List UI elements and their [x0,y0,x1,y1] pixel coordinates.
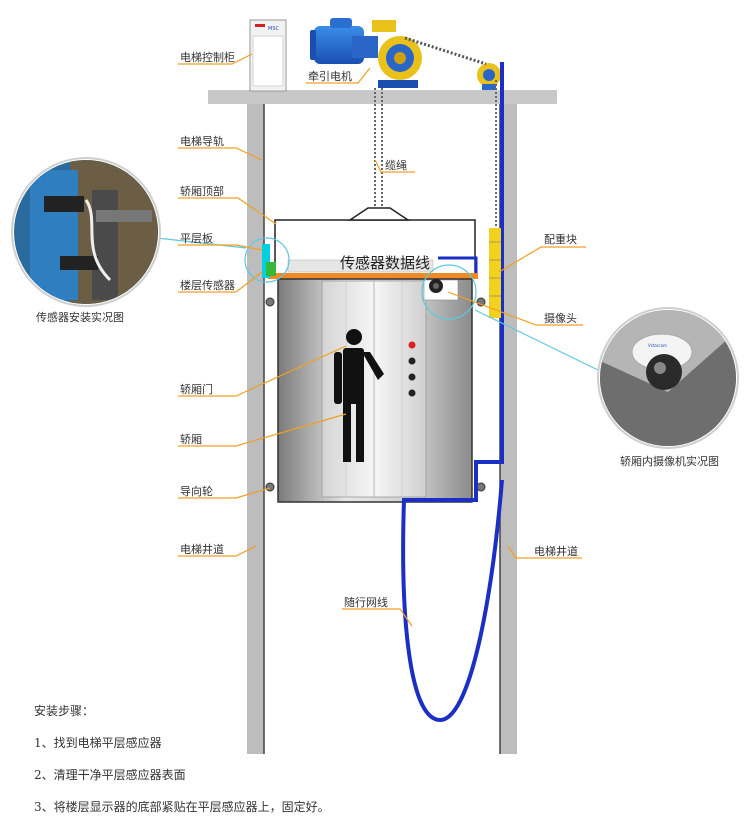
counterweight [489,228,501,318]
label-guide-rail: 电梯导轨 [180,134,224,148]
label-car: 轿厢 [180,432,202,446]
traction-motor [310,18,422,88]
label-shaft-right: 电梯井道 [534,544,578,558]
leveling-plate [262,244,270,278]
label-leveling-plate: 平层板 [180,231,213,245]
sensor-data-line [268,273,478,279]
counterweight-pulley [477,63,501,90]
leader-sensor-photo [156,237,247,249]
label-shaft-left: 电梯井道 [180,542,224,556]
camera-brand: Vstarcam [648,343,667,348]
shaft-wall-left [247,104,264,754]
label-cable: 缆绳 [385,158,407,172]
label-car-door: 轿厢门 [180,382,213,396]
step-item-3: 3、将楼层显示器的底部紧贴在平层感应器上，固定好。 [34,800,330,814]
steps-title: 安装步骤： [34,704,95,718]
label-camera: 摄像头 [544,311,577,325]
person-pictogram [334,329,384,462]
label-car-top: 轿厢顶部 [180,184,224,198]
installation-steps: 安装步骤： 1、找到电梯平层感应器 2、清理干净平层感应器表面 3、将楼层显示器… [34,695,330,823]
label-leaders [178,53,586,627]
shaft-wall-right [500,104,517,754]
floor-sensor [266,262,276,276]
camera-installation-photo: Vstarcam [597,307,739,449]
car-top [274,207,476,279]
sensor-data-line-blue [438,256,478,278]
guide-wheel [265,297,275,307]
traveling-cable [401,330,504,723]
label-counterweight: 配重块 [544,232,577,246]
guide-wheel [265,482,275,492]
sensor-highlight-ring [244,237,290,283]
caption-sensor-photo: 传感器安装实况图 [36,310,124,324]
step-item-1: 1、找到电梯平层感应器 [34,736,162,750]
label-traction-motor: 牵引电机 [308,69,352,83]
caption-camera-photo: 轿厢内摄像机实况图 [620,454,719,468]
sensor-installation-photo [11,157,161,307]
label-floor-sensor: 楼层传感器 [180,278,235,292]
leader-camera-photo [474,309,603,373]
elevator-car [277,278,473,503]
control-cabinet: MSC [249,19,287,92]
camera-highlight-ring [421,264,477,320]
car-camera [423,279,459,301]
guide-wheel [476,482,486,492]
label-sensor-data-line: 传感器数据线 [340,254,430,272]
step-item-2: 2、清理干净平层感应器表面 [34,768,186,782]
traveling-cable-riser [500,62,504,330]
call-button-panel [408,341,416,397]
label-control-cabinet: 电梯控制柜 [180,50,235,64]
label-guide-wheel: 导向轮 [180,484,213,498]
label-traveling-cable: 随行网线 [344,595,388,609]
cabinet-badge: MSC [268,26,279,32]
